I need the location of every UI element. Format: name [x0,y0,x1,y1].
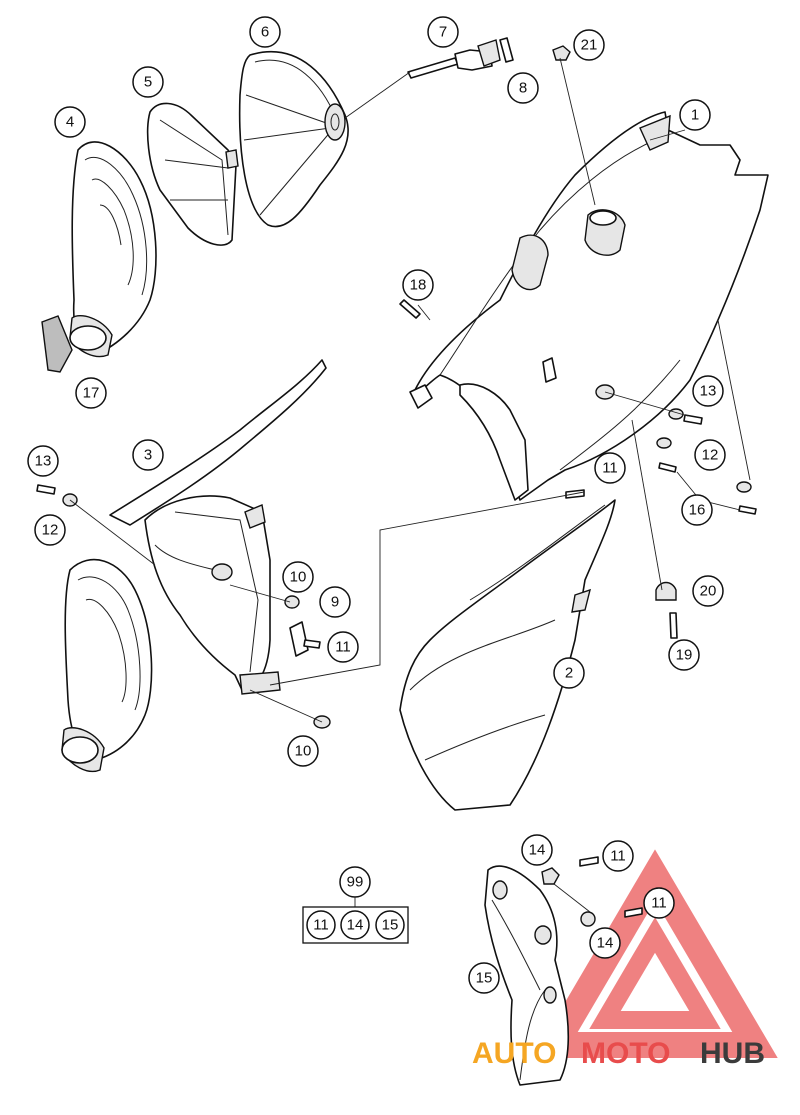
svg-text:15: 15 [382,917,399,934]
callout-4: 4 [54,106,86,138]
callout-3: 3 [132,439,164,471]
kit-item-14: 14 [340,910,370,940]
kit-item-11: 11 [306,910,336,940]
svg-text:11: 11 [610,848,626,865]
watermark-logo [532,849,778,1058]
kit-item-15: 15 [375,910,405,940]
part-filter-cage [146,102,239,246]
callout-8: 8 [507,72,539,104]
svg-text:12: 12 [42,522,59,539]
callout-14-upper: 14 [521,834,553,866]
watermark-triangle-inner [589,917,721,1029]
callout-11-bottom-b: 11 [643,887,675,919]
svg-text:6: 6 [261,24,269,41]
hardware-small-parts [36,45,757,927]
callout-1: 1 [679,99,711,131]
callout-7: 7 [427,16,459,48]
svg-text:14: 14 [597,935,614,952]
svg-text:20: 20 [700,583,717,600]
callout-11-middle: 11 [327,631,359,663]
part-airbox [109,359,327,695]
svg-text:14: 14 [529,842,546,859]
part-fuel-tank [409,111,769,501]
callout-11-upper: 11 [594,452,626,484]
svg-text:7: 7 [439,24,447,41]
part-side-panel-left [399,499,616,811]
svg-text:9: 9 [331,594,339,611]
svg-text:10: 10 [295,743,312,760]
svg-text:11: 11 [602,460,618,477]
svg-text:19: 19 [676,647,693,664]
part-heat-shield [484,865,570,1086]
watermark-text-hub: HUB [700,1037,765,1070]
svg-text:13: 13 [700,383,717,400]
svg-text:15: 15 [476,970,493,987]
watermark-triangle-outer [532,849,778,1058]
svg-text:13: 13 [35,453,52,470]
svg-text:11: 11 [651,895,667,912]
svg-text:17: 17 [83,385,100,402]
callout-13-left: 13 [27,445,59,477]
callout-17: 17 [75,377,107,409]
callout-6: 6 [249,16,281,48]
part-air-filter [238,51,349,228]
part-air-boot-upper [41,141,157,373]
callout-18: 18 [402,269,434,301]
svg-text:21: 21 [581,37,598,54]
callout-19: 19 [668,639,700,671]
svg-text:11: 11 [335,639,351,656]
callout-13-right: 13 [692,375,724,407]
callout-10-lower: 10 [287,735,319,767]
svg-text:11: 11 [313,917,329,934]
callout-12-right: 12 [694,439,726,471]
svg-text:10: 10 [290,569,307,586]
part-filter-holder [407,37,514,79]
svg-text:2: 2 [565,665,573,682]
svg-text:4: 4 [66,114,74,131]
svg-text:99: 99 [347,874,364,891]
svg-text:1: 1 [691,107,699,124]
callout-14-lower: 14 [589,927,621,959]
callout-9: 9 [319,586,351,618]
watermark-text-moto: MOTO [581,1037,670,1070]
svg-text:12: 12 [702,447,719,464]
callout-20: 20 [692,575,724,607]
watermark-text-auto: AUTO [472,1037,556,1070]
kit-box [302,906,409,944]
kit-99-group: 99 11 14 15 [302,866,409,944]
svg-text:3: 3 [144,447,152,464]
svg-text:18: 18 [410,277,427,294]
callout-15: 15 [468,962,500,994]
callout-11-bottom-a: 11 [602,840,634,872]
svg-text:5: 5 [144,74,152,91]
callout-12-left: 12 [34,514,66,546]
callout-16: 16 [681,494,713,526]
callout-21: 21 [573,29,605,61]
callout-2: 2 [553,657,585,689]
callout-99: 99 [339,866,371,898]
watermark-text: AUTO MOTO HUB [472,1037,765,1070]
callout-5: 5 [132,66,164,98]
svg-text:16: 16 [689,502,706,519]
callout-10-upper: 10 [282,561,314,593]
svg-text:8: 8 [519,80,527,97]
svg-text:14: 14 [347,917,364,934]
part-air-boot-lower [61,558,153,772]
